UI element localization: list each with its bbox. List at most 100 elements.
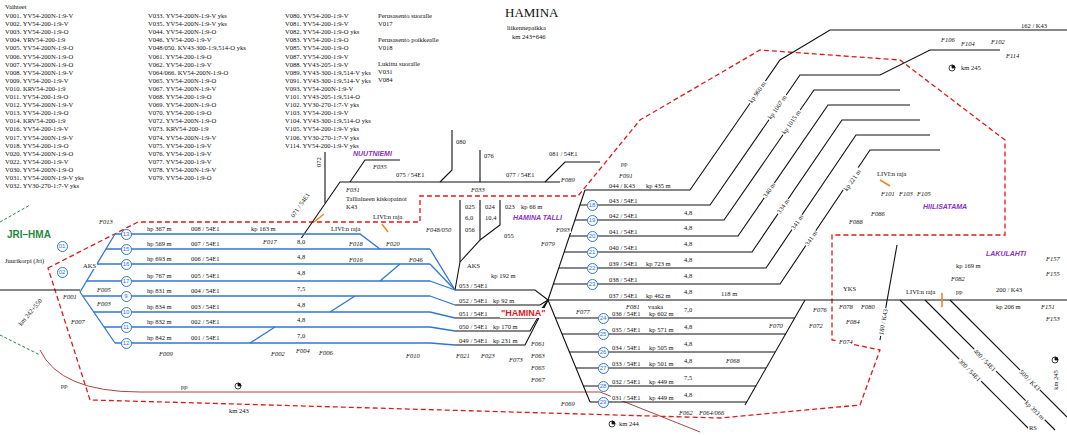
track-label: 4,8 xyxy=(683,323,693,330)
switch-table-entry: V073. KRV54-200-1:9 xyxy=(148,125,209,132)
switch-code: F033 xyxy=(470,186,486,193)
switch-code: F086 xyxy=(870,210,886,217)
track-label: 400 / 54E1 xyxy=(972,347,999,374)
switch-table-entry: V005. YV54-200N-1:9-O xyxy=(5,44,73,51)
track-label: pp xyxy=(60,382,69,389)
track-label: hp 832 m xyxy=(146,318,173,325)
track-number: 24 xyxy=(600,315,607,321)
km-post xyxy=(238,383,241,386)
switch-table-entry: V018. YV54-200-1:9-O xyxy=(5,142,69,149)
track-label: pp xyxy=(620,160,629,167)
track xyxy=(106,248,430,249)
switch-table-entry: V061. YV54-200-1:9-O xyxy=(148,53,212,60)
track-number: 26 xyxy=(600,349,607,355)
crossover xyxy=(330,296,355,312)
switch-code: F021 xyxy=(455,352,471,359)
switch-table-entry: V081. YV54-200-1:9-V xyxy=(285,20,349,27)
depot-track xyxy=(480,200,500,240)
switch-code: F091 xyxy=(618,172,634,179)
switch-code: F020 xyxy=(385,240,401,247)
track-label: 006 / 54E1 xyxy=(190,255,221,262)
track-label: hp 693 m xyxy=(146,255,173,262)
section-line xyxy=(0,335,40,355)
track-number: 19 xyxy=(589,217,596,223)
track-label: 007 / 54E1 xyxy=(190,240,221,247)
switch-code: F017 xyxy=(262,238,278,245)
switch-code: F069 xyxy=(560,400,576,407)
track xyxy=(559,135,930,268)
switch-table-entry: V082. YV54-200-1:9-O yks xyxy=(285,28,359,35)
switch-code: F072 xyxy=(808,322,824,329)
switch-table-entry: V011. YV54-200-1:9-O xyxy=(5,93,68,100)
switch-code: F104 xyxy=(960,40,976,47)
track-label: 071 / 54E1 xyxy=(288,190,311,219)
road xyxy=(40,350,700,432)
track-label: kp 571 m xyxy=(648,326,675,333)
switch-code: F082 xyxy=(950,275,966,282)
track-label: 4,8 xyxy=(683,391,693,398)
track-label: 032 / 54E1 xyxy=(611,378,642,385)
switch-table-entry: V085. YV54-200-1:9-O xyxy=(285,44,349,51)
track xyxy=(900,300,1030,430)
track-label: kp 192 m xyxy=(490,272,517,279)
track xyxy=(115,342,430,343)
track-number: 11 xyxy=(123,324,129,330)
switch-table-entry: V031 xyxy=(378,68,393,75)
track-number-circle: 15 xyxy=(121,244,132,255)
switch-code: F089 xyxy=(560,176,576,183)
switch-code: F114 xyxy=(1005,52,1020,59)
track xyxy=(580,50,1000,205)
km-post xyxy=(1052,357,1058,363)
track-label: hp 842 m xyxy=(146,334,173,341)
main-track xyxy=(0,289,80,290)
switch-code: F067 xyxy=(530,376,546,383)
km-post xyxy=(612,421,615,424)
km-post xyxy=(235,383,241,389)
switch-code: F101 xyxy=(880,190,896,197)
track-label: AKS xyxy=(82,262,97,269)
track xyxy=(115,234,380,249)
branch-track xyxy=(545,162,600,182)
switch-code: F002 xyxy=(270,350,286,357)
switch-table-entry: V087. YV54-200-1:9-V xyxy=(285,53,349,60)
track xyxy=(562,333,786,334)
switch-code: F013 xyxy=(98,218,114,225)
track-label: 4,8 xyxy=(296,253,306,260)
switch-table-entry: V083. YV54-200-1:9-O xyxy=(285,36,349,43)
station-title: HAMINA xyxy=(505,5,558,20)
track-label: 038 / 54E1 xyxy=(608,276,639,283)
track-number: 02 xyxy=(59,269,66,275)
track-number: 18 xyxy=(589,202,596,208)
switch-table-entry: V018 xyxy=(378,44,393,51)
track-label: 003 / 54E1 xyxy=(190,303,221,310)
track-label: 081 / 54E1 xyxy=(548,150,579,157)
track-label: kp 462 m xyxy=(645,292,672,299)
track-label: 002 / 54E1 xyxy=(190,318,221,325)
switch-table-entry: V091. YV43-300-1:9,514-V yks xyxy=(285,77,371,84)
track-number-circle: 17 xyxy=(121,276,132,287)
track-label: hp 831 m xyxy=(146,287,173,294)
track-number: 10 xyxy=(123,309,130,315)
track-label: LIVI:n raja xyxy=(372,213,403,220)
track-number: 28 xyxy=(600,383,607,389)
track-label: 500 / K43 xyxy=(1018,368,1043,393)
track-label: 004 / 54E1 xyxy=(190,287,221,294)
track-label: kp 393 m xyxy=(1023,398,1047,422)
track-label: kp 170 m xyxy=(492,323,519,330)
track-label: 4,8 xyxy=(296,269,306,276)
area-name: NUUTNIEMI xyxy=(352,150,393,158)
track-label: 7,5 xyxy=(683,374,693,381)
switch-table-entry: V064/066. KV54-200N-1:9-O xyxy=(148,69,228,76)
section-line xyxy=(0,205,30,222)
switch-table-entry: V010. KRV54-200-1:9 xyxy=(5,85,66,92)
depot-track xyxy=(460,200,480,262)
track-label: 334 m xyxy=(775,196,791,215)
km-post xyxy=(952,65,955,68)
track xyxy=(555,317,795,318)
track-number-circle: 22 xyxy=(587,263,598,274)
switch-code: F016 xyxy=(348,256,364,263)
switch-table-entry: V062. YV54-200-1:9-V xyxy=(148,61,212,68)
switch-table-entry: V084 xyxy=(378,76,393,83)
track-label: 4,8 xyxy=(296,316,306,323)
track-label: 6,0 xyxy=(464,214,474,221)
